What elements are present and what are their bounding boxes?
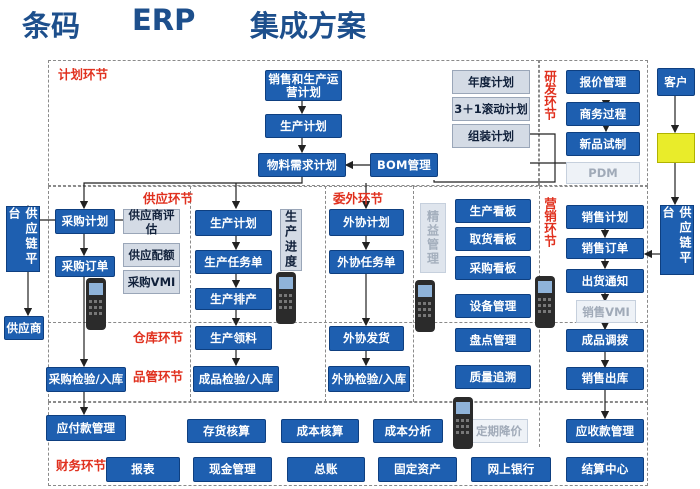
section-label-rd: 研发环节 xyxy=(542,70,557,120)
vendor-eval-box[interactable]: 供应商评估 xyxy=(123,208,180,236)
stocktake-mgmt-box[interactable]: 盘点管理 xyxy=(455,328,531,352)
barcode-scanner-icon xyxy=(535,276,555,328)
sales-plan-box[interactable]: 销售计划 xyxy=(566,205,644,229)
purchase-vmi-box[interactable]: 采购VMI xyxy=(123,270,180,294)
trial-production-box[interactable]: 新品试制 xyxy=(566,132,640,156)
section-label-marketing: 营销环节 xyxy=(542,197,557,247)
warehouse-divider xyxy=(48,322,648,323)
fixed-assets-box[interactable]: 固定资产 xyxy=(378,457,457,482)
barcode-scanner-icon xyxy=(276,272,296,324)
divider-finance xyxy=(539,402,540,447)
prod-plan-box[interactable]: 生产计划 xyxy=(195,210,272,236)
supplier-box[interactable]: 供应商 xyxy=(4,316,44,340)
section-label-finance: 财务环节 xyxy=(56,458,107,473)
barcode-scanner-icon xyxy=(453,397,473,449)
lean-mgmt-box[interactable]: 精益管理 xyxy=(420,203,446,273)
title-part-solution: 集成方案 xyxy=(250,9,367,43)
sales-outbound-box[interactable]: 销售出库 xyxy=(566,367,644,390)
finance-frame xyxy=(48,402,648,486)
report-box[interactable]: 报表 xyxy=(106,457,180,482)
prod-pick-box[interactable]: 生产领料 xyxy=(195,326,272,350)
barcode-scanner-icon xyxy=(415,280,435,332)
mrp-box[interactable]: 物料需求计划 xyxy=(258,153,346,177)
finished-transfer-box[interactable]: 成品调拨 xyxy=(566,329,644,352)
outsource-task-box[interactable]: 外协任务单 xyxy=(329,250,404,274)
production-plan-box[interactable]: 生产计划 xyxy=(265,114,342,138)
kanban-pick-box[interactable]: 取货看板 xyxy=(455,227,531,251)
online-bank-box[interactable]: 网上银行 xyxy=(471,457,551,482)
sales-vmi-box[interactable]: 销售VMI xyxy=(576,300,636,323)
general-ledger-box[interactable]: 总账 xyxy=(287,457,365,482)
prod-task-box[interactable]: 生产任务单 xyxy=(195,250,272,274)
cost-analysis-box[interactable]: 成本分析 xyxy=(373,419,443,443)
section-label-quality: 品管环节 xyxy=(133,369,184,384)
supply-quota-box[interactable]: 供应配额 xyxy=(123,243,180,267)
outsource-plan-box[interactable]: 外协计划 xyxy=(329,209,404,236)
divider-outsource xyxy=(325,186,326,402)
quote-mgmt-box[interactable]: 报价管理 xyxy=(566,70,640,94)
prod-schedule-box[interactable]: 生产排产 xyxy=(195,288,272,310)
title-part-barcode: 条码 xyxy=(22,9,81,43)
receivable-mgmt-box[interactable]: 应收款管理 xyxy=(566,419,644,443)
kanban-production-box[interactable]: 生产看板 xyxy=(455,199,531,223)
quality-trace-box[interactable]: 质量追溯 xyxy=(455,365,531,389)
sales-order-box[interactable]: 销售订单 xyxy=(566,238,644,259)
prod-progress-box[interactable]: 生产进度 xyxy=(280,209,302,271)
finished-inspect-inbound-box[interactable]: 成品检验/入库 xyxy=(193,366,279,392)
section-label-plan: 计划环节 xyxy=(58,67,109,82)
customer-highlight-box xyxy=(657,133,695,163)
title-part-erp: ERP xyxy=(132,3,196,37)
purchase-order-box[interactable]: 采购订单 xyxy=(55,256,115,277)
sales-ops-plan-box[interactable]: 销售和生产运营计划 xyxy=(265,70,342,101)
annual-plan-box[interactable]: 年度计划 xyxy=(452,70,530,94)
supply-chain-platform-right[interactable]: 供应链平台 xyxy=(660,205,694,275)
periodic-price-cut-box[interactable]: 定期降价 xyxy=(470,419,528,443)
bom-box[interactable]: BOM管理 xyxy=(370,153,438,177)
assembly-plan-box[interactable]: 组装计划 xyxy=(452,124,530,148)
barcode-scanner-icon xyxy=(86,278,106,330)
cost-calc-box[interactable]: 成本核算 xyxy=(281,419,359,443)
kanban-purchase-box[interactable]: 采购看板 xyxy=(455,256,531,280)
section-label-outsource: 委外环节 xyxy=(333,191,384,206)
main-frame xyxy=(48,186,648,402)
purchase-inspect-inbound-box[interactable]: 采购检验/入库 xyxy=(46,367,126,392)
rd-frame xyxy=(539,60,648,186)
settlement-center-box[interactable]: 结算中心 xyxy=(566,457,644,482)
divider-supply xyxy=(190,186,191,402)
cash-mgmt-box[interactable]: 现金管理 xyxy=(193,457,272,482)
rolling-plan-box[interactable]: 3＋1滚动计划 xyxy=(452,97,530,121)
inventory-costing-box[interactable]: 存货核算 xyxy=(187,419,266,443)
outsource-ship-box[interactable]: 外协发货 xyxy=(329,326,404,351)
divider-lean xyxy=(413,186,414,402)
pdm-box[interactable]: PDM xyxy=(566,162,640,184)
equipment-mgmt-box[interactable]: 设备管理 xyxy=(455,294,531,318)
supply-chain-platform-left[interactable]: 供应链平台 xyxy=(6,206,40,272)
purchase-plan-box[interactable]: 采购计划 xyxy=(55,209,115,234)
section-label-warehouse: 仓库环节 xyxy=(133,330,184,345)
customer-box[interactable]: 客户 xyxy=(657,68,695,96)
payable-mgmt-box[interactable]: 应付款管理 xyxy=(46,415,126,441)
outsource-inspect-inbound-box[interactable]: 外协检验/入库 xyxy=(328,366,410,392)
section-label-supply: 供应环节 xyxy=(143,191,194,206)
delivery-notice-box[interactable]: 出货通知 xyxy=(566,269,644,293)
business-process-box[interactable]: 商务过程 xyxy=(566,102,640,126)
